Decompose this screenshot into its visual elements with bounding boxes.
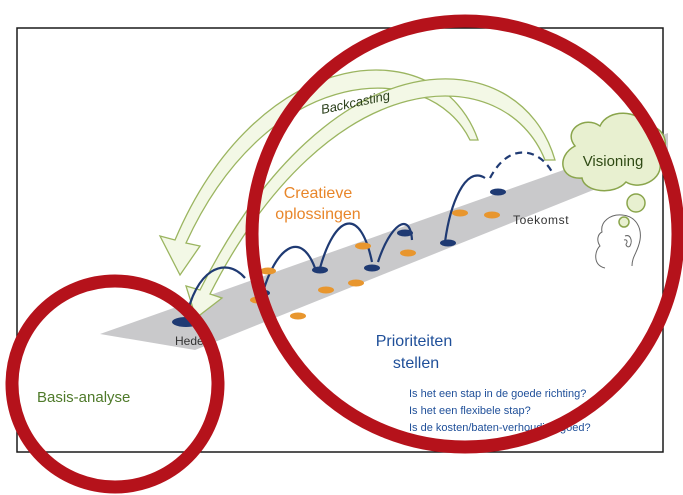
- navy-dot: [490, 188, 506, 196]
- navy-dot: [440, 239, 456, 247]
- basis-analyse-label: Basis-analyse: [37, 389, 130, 406]
- navy-dot: [364, 264, 380, 272]
- prioriteiten-label: Prioriteiten stellen: [376, 333, 452, 372]
- diagram-frame: [16, 27, 664, 453]
- prioriteiten-line1: Prioriteiten: [376, 333, 452, 350]
- jump-arcs: [184, 151, 553, 321]
- orange-dot: [348, 279, 364, 287]
- timeline-road: [100, 133, 668, 350]
- question-2: Is het een flexibele stap?: [409, 405, 531, 417]
- orange-dot: [484, 211, 500, 219]
- orange-dot: [400, 249, 416, 257]
- head-icon: [595, 214, 641, 269]
- question-1: Is het een stap in de goede richting?: [409, 388, 586, 400]
- toekomst-label: Toekomst: [513, 213, 569, 227]
- visioning-label: Visioning: [583, 153, 644, 170]
- creatieve-oplossingen-label: Creatieve oplossingen: [275, 185, 360, 223]
- creatieve-line1: Creatieve: [284, 185, 353, 202]
- prioriteiten-line2: stellen: [393, 355, 439, 372]
- navy-dot: [397, 229, 413, 237]
- red-ring-small: [5, 274, 225, 494]
- orange-dot: [318, 286, 334, 294]
- navy-dot: [312, 266, 328, 274]
- red-ring-large: [245, 14, 683, 454]
- creatieve-line2: oplossingen: [275, 206, 360, 223]
- visioning-cloud: [562, 112, 667, 228]
- orange-dot: [355, 242, 371, 250]
- orange-dot: [452, 209, 468, 217]
- orange-dot: [260, 267, 276, 275]
- orange-dot: [290, 312, 306, 320]
